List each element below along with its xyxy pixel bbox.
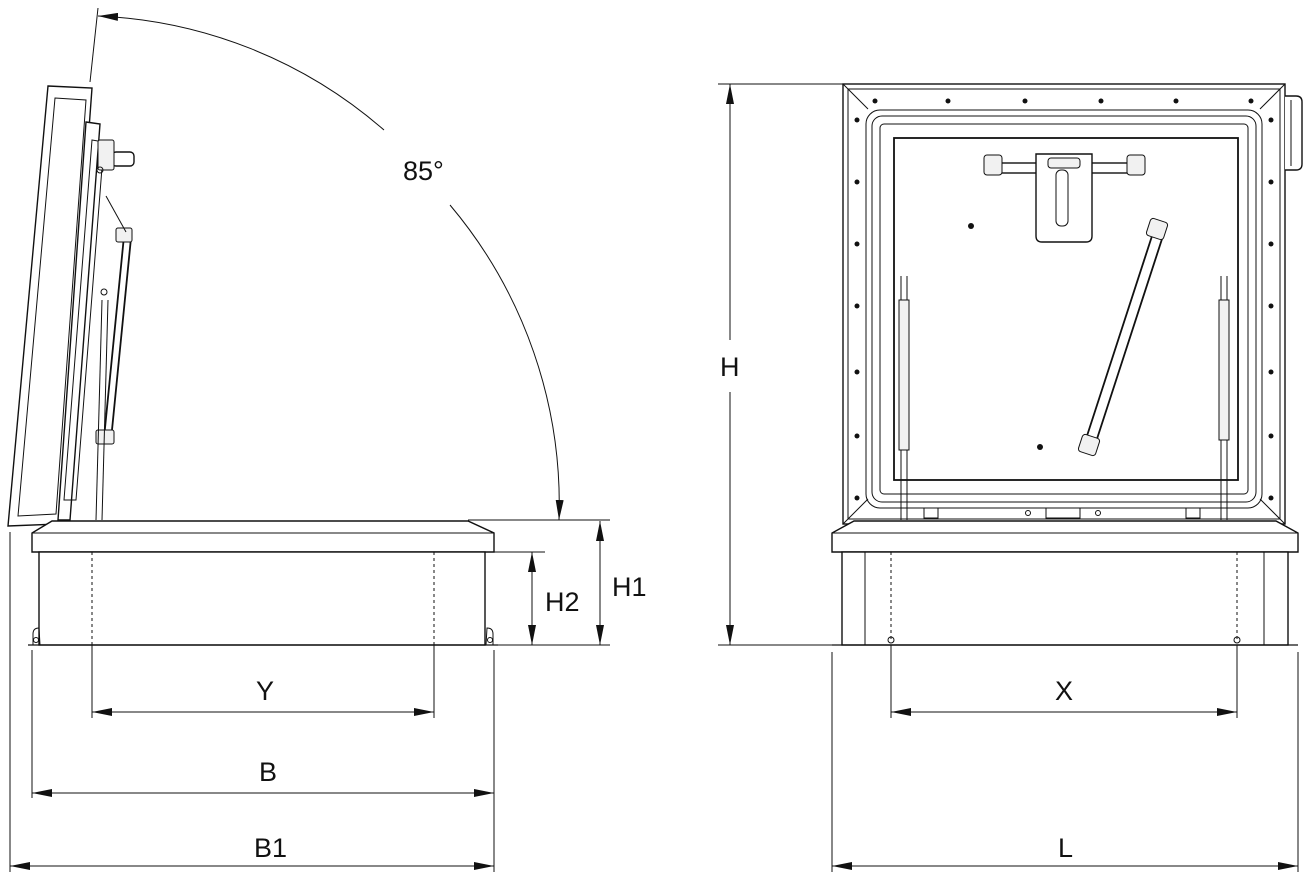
dimension-B-label: B (259, 757, 277, 787)
width-dimensions-side: Y B B1 (9, 532, 495, 872)
curb-frame-front (831, 520, 1299, 646)
side-view: 85° H2 H1 Y B B1 (7, 7, 647, 872)
dimension-Y-label: Y (256, 676, 274, 706)
frame-bolts (854, 98, 1274, 501)
dimension-L-label: L (1058, 833, 1073, 863)
dimension-H-label: H (720, 352, 740, 382)
angle-dimension: 85° (89, 7, 610, 521)
width-dimensions-front: X L (831, 645, 1299, 872)
dimension-B1-label: B1 (254, 833, 287, 863)
height-dimensions-side: H2 H1 (494, 521, 647, 646)
dimension-H1-label: H1 (612, 572, 647, 602)
angle-label: 85° (403, 156, 444, 186)
dimension-X-label: X (1055, 676, 1073, 706)
curb-frame (28, 520, 498, 646)
front-view: H X L (718, 83, 1303, 872)
height-dimension-front: H (718, 83, 843, 646)
open-lid (7, 85, 135, 527)
handle-knob (111, 151, 135, 167)
latch-plate (1035, 153, 1093, 243)
dimension-H2-label: H2 (545, 587, 580, 617)
lid-frame (842, 83, 1303, 525)
